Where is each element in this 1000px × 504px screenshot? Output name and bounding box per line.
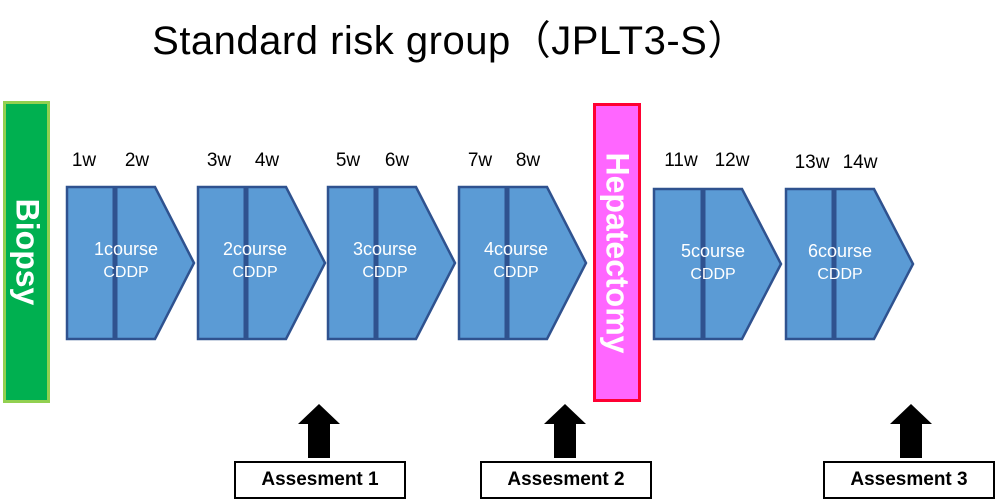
course-chevron-shape <box>784 187 915 341</box>
course-drug: CDDP <box>103 264 148 281</box>
hepatectomy-bar: Hepatectomy <box>593 103 641 402</box>
course-label: 5course <box>681 241 745 261</box>
course-4-chevron: 4course CDDP <box>457 185 588 341</box>
course-drug: CDDP <box>362 264 407 281</box>
course-label: 2course <box>223 239 287 259</box>
arrow-up-icon <box>298 404 340 458</box>
assessment-2-box: Assesment 2 <box>480 461 652 499</box>
course-drug: CDDP <box>817 266 862 283</box>
course-2-chevron: 2course CDDP <box>196 185 327 341</box>
week-label: 8w <box>515 150 541 171</box>
course-chevron-shape <box>652 187 783 341</box>
course-label: 4course <box>484 239 548 259</box>
course-label: 1course <box>94 239 158 259</box>
week-label: 2w <box>124 150 150 171</box>
course-label: 6course <box>808 241 872 261</box>
course-1-chevron: 1course CDDP <box>65 185 196 341</box>
week-label: 1w <box>71 150 97 171</box>
course-drug: CDDP <box>493 264 538 281</box>
week-label: 7w <box>467 150 493 171</box>
course-5-chevron: 5course CDDP <box>652 187 783 341</box>
diagram-title: Standard risk group（JPLT3-S） <box>152 19 748 63</box>
week-label: 3w <box>206 150 232 171</box>
week-label: 6w <box>384 150 410 171</box>
week-label: 11w <box>664 150 698 171</box>
arrow-up-icon <box>544 404 586 458</box>
course-3-chevron: 3course CDDP <box>326 185 457 341</box>
arrow-up-icon <box>890 404 932 458</box>
course-6-chevron: 6course CDDP <box>784 187 915 341</box>
week-label: 13w <box>794 152 830 173</box>
week-label: 4w <box>254 150 280 171</box>
assessment-3-box: Assesment 3 <box>823 461 995 499</box>
biopsy-bar: Biopsy <box>3 101 50 403</box>
course-chevron-shape <box>196 185 327 341</box>
week-label: 5w <box>335 150 361 171</box>
course-label: 3course <box>353 239 417 259</box>
course-chevron-shape <box>326 185 457 341</box>
week-label: 12w <box>714 150 750 171</box>
course-drug: CDDP <box>690 266 735 283</box>
course-drug: CDDP <box>232 264 277 281</box>
week-label: 14w <box>842 152 878 173</box>
assessment-1-box: Assesment 1 <box>234 461 406 499</box>
course-chevron-shape <box>65 185 196 341</box>
course-chevron-shape <box>457 185 588 341</box>
